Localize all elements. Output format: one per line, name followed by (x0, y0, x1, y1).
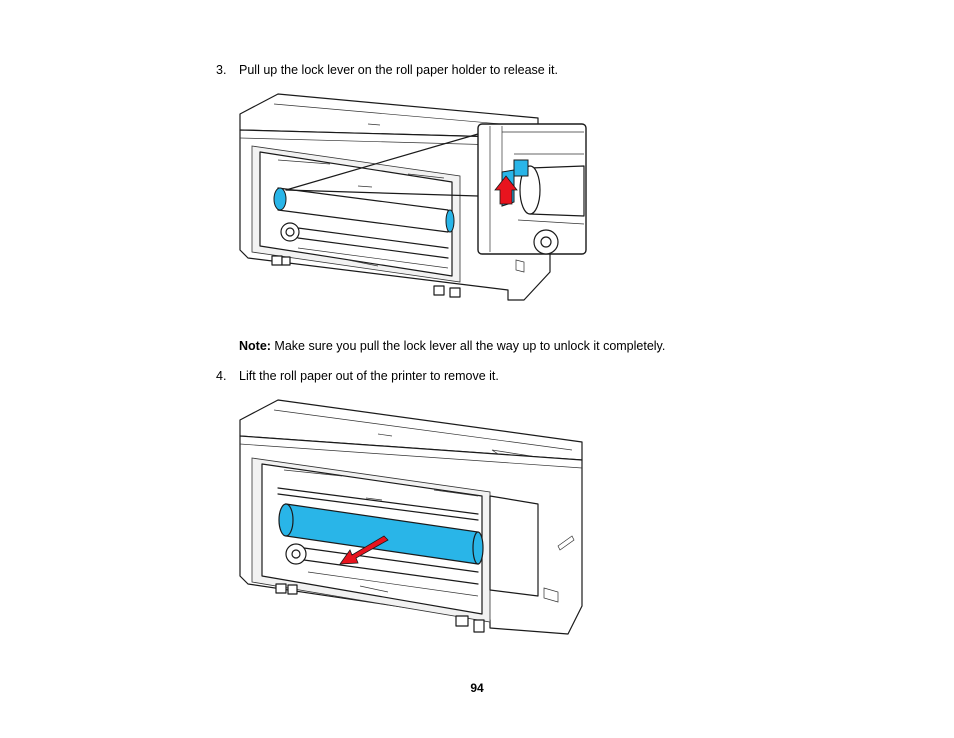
note-label: Note: (239, 339, 271, 353)
roll-paper (278, 503, 484, 565)
step-number: 3. (216, 63, 227, 77)
step-text: Pull up the lock lever on the roll paper… (239, 63, 558, 77)
printer-body (239, 399, 583, 635)
page-number: 94 (470, 681, 484, 695)
step-number: 4. (216, 369, 227, 383)
lock-lever-zoom-inset (477, 123, 587, 255)
printer-lock-lever-illustration (239, 93, 587, 301)
step-text: Lift the roll paper out of the printer t… (239, 369, 499, 383)
lift-out-arrow-icon (339, 535, 389, 565)
printer-remove-roll-illustration (239, 399, 583, 635)
note: Note: Make sure you pull the lock lever … (239, 339, 665, 354)
note-text: Make sure you pull the lock lever all th… (270, 339, 666, 353)
roll-holder-left-icon (273, 187, 287, 211)
pull-up-arrow-icon (494, 175, 518, 205)
